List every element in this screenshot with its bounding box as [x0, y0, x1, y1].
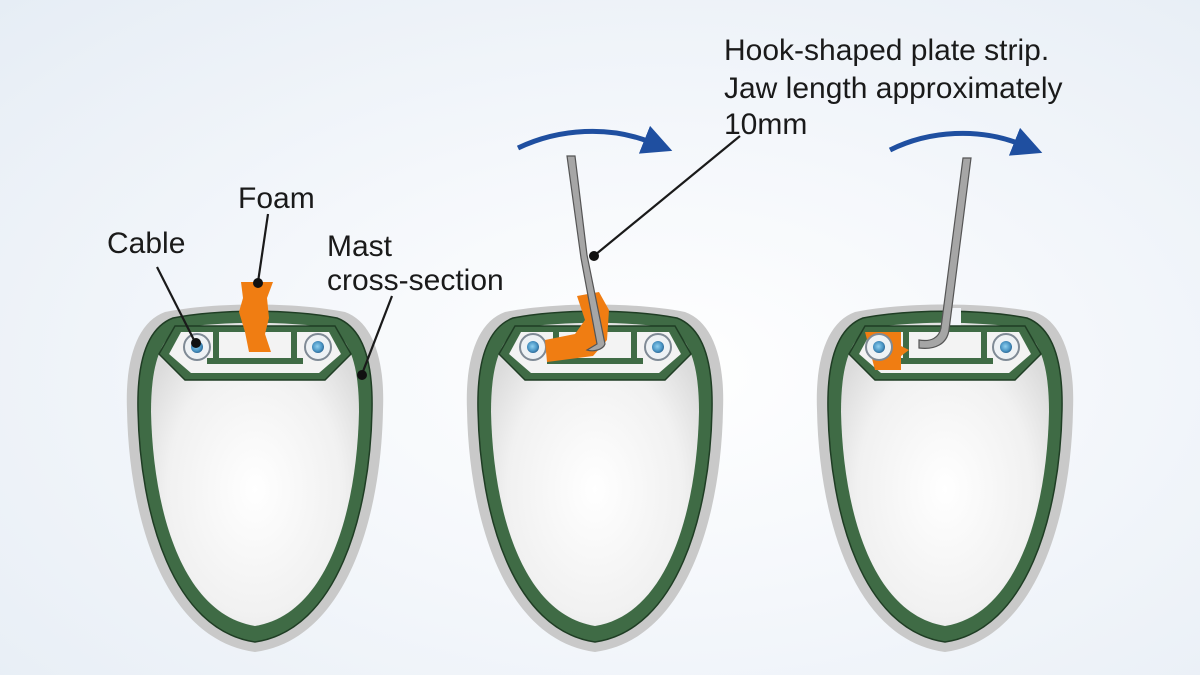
- hook-plate-strip: [566, 155, 606, 352]
- label-hook-line2: Jaw length approximately: [724, 72, 1063, 105]
- curved-arrow-right-icon: [516, 125, 673, 154]
- label-hook-line3: 10mm: [724, 108, 807, 141]
- mast-inner-cavity: [151, 322, 359, 626]
- label-foam: Foam: [238, 182, 315, 215]
- cable-right-icon: [644, 333, 672, 361]
- curved-arrow-right-icon: [888, 127, 1043, 156]
- leader-foam: [253, 213, 270, 288]
- cable-right-icon: [304, 333, 332, 361]
- label-cable: Cable: [107, 227, 185, 260]
- mast-cross-section-3: [816, 157, 1074, 652]
- cable-left-icon: [865, 333, 893, 361]
- cable-right-icon: [992, 333, 1020, 361]
- cable-left-icon: [519, 333, 547, 361]
- mast-cross-section-2: [466, 155, 724, 652]
- label-hook-line1: Hook-shaped plate strip.: [724, 34, 1049, 67]
- foam-plug: [239, 282, 273, 352]
- hook-plate-strip: [918, 157, 972, 349]
- label-mast-line1: Mast: [327, 230, 393, 263]
- label-mast-line2: cross-section: [327, 264, 504, 297]
- leader-cable: [156, 266, 201, 348]
- mast-cross-section-1: [126, 282, 384, 652]
- leader-mast: [357, 295, 394, 380]
- leader-hook: [589, 135, 741, 261]
